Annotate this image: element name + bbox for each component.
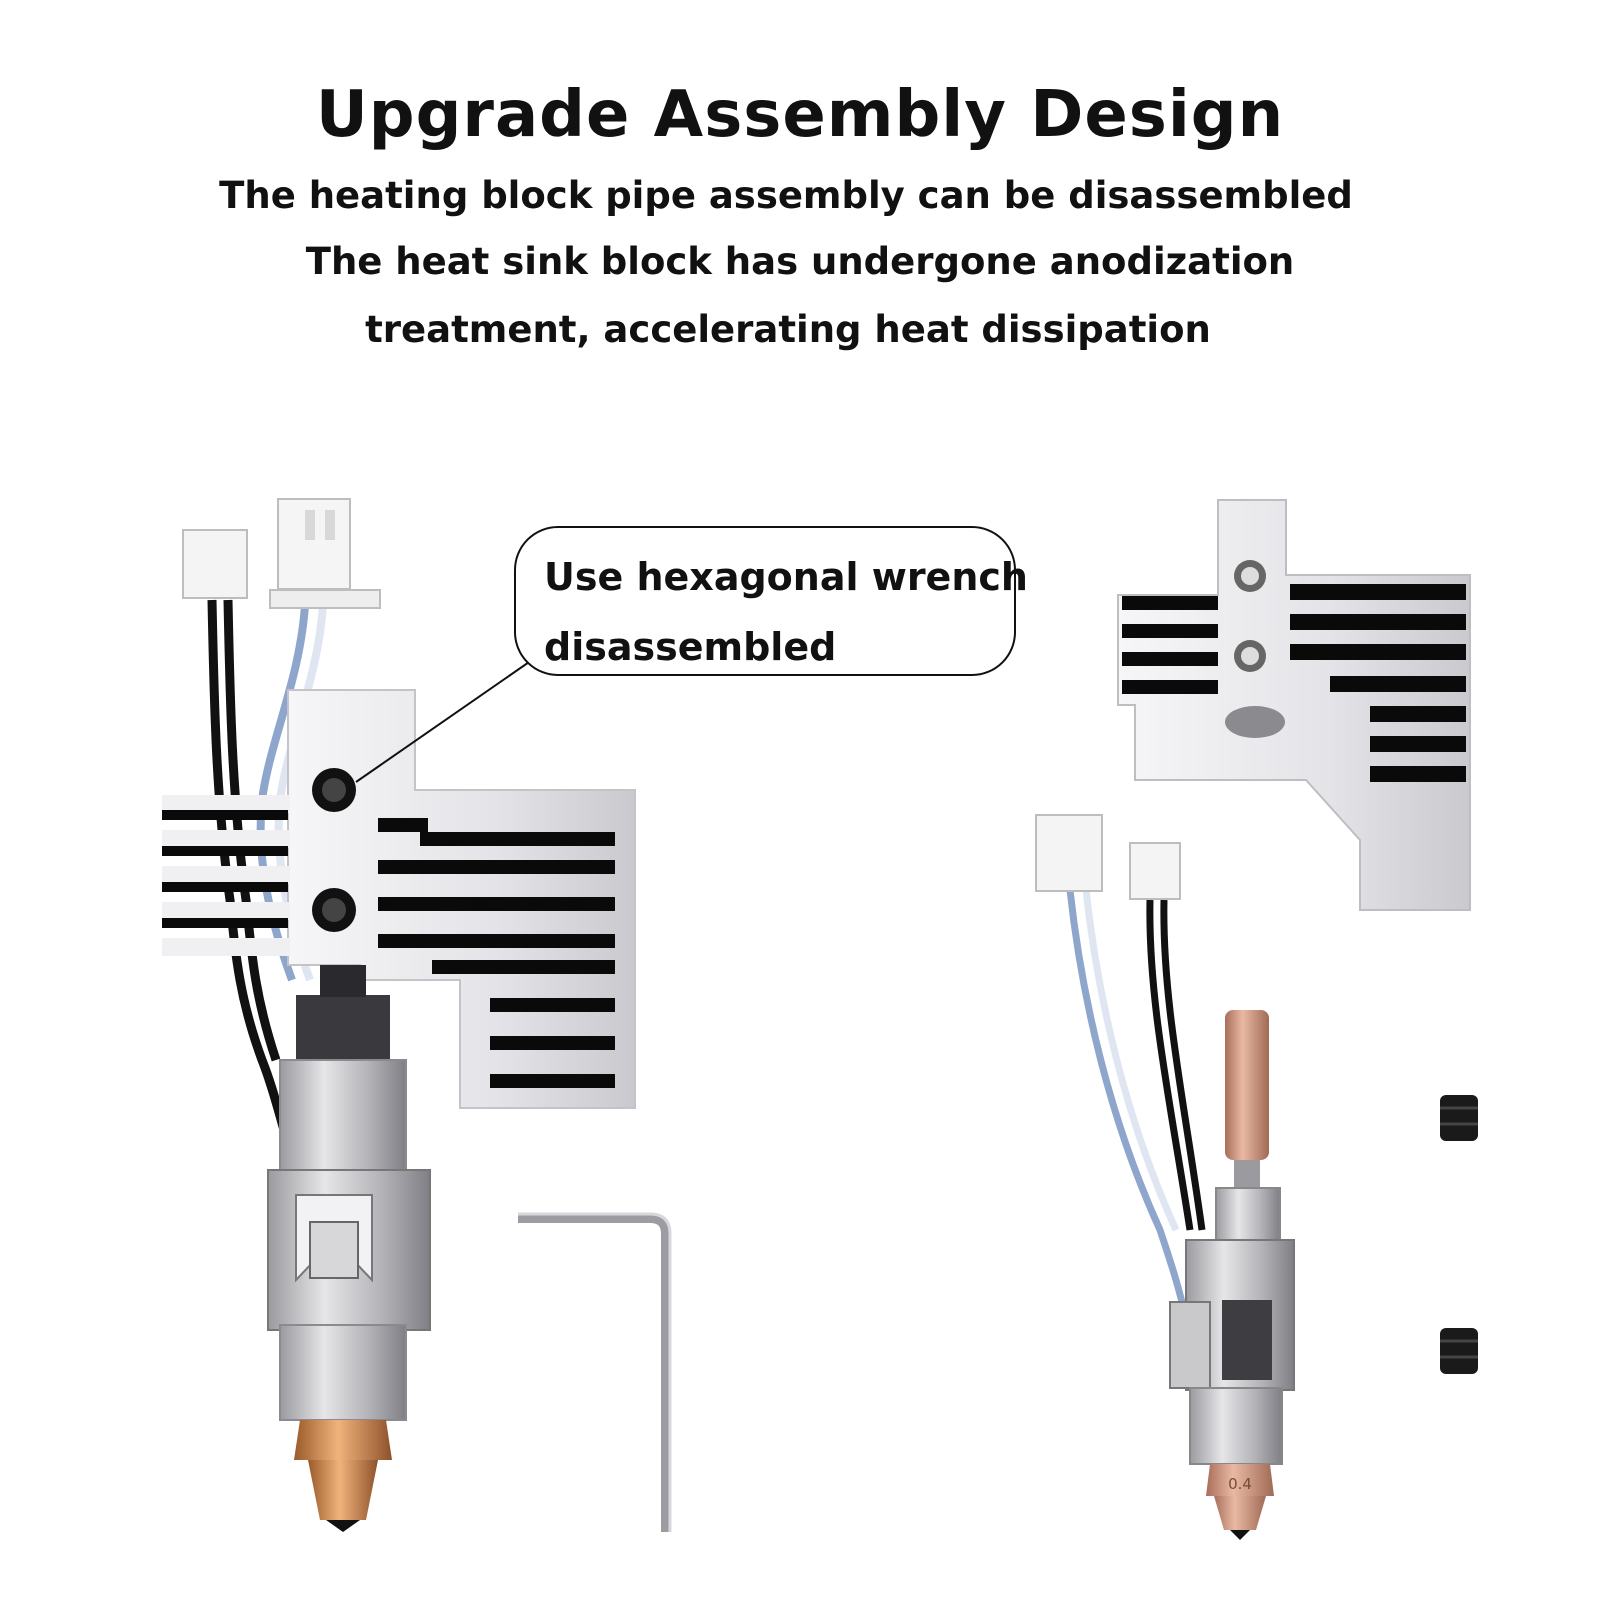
- hotend-core-disassembled: 0.4: [1035, 814, 1295, 1540]
- nozzle-right: [1206, 1464, 1274, 1496]
- hex-wrench: [518, 1213, 671, 1532]
- nozzle-left: [294, 1420, 392, 1460]
- grub-screw-1: [1440, 1095, 1478, 1141]
- nozzle-size-label: 0.4: [1228, 1475, 1252, 1493]
- heat-break: [296, 995, 390, 1061]
- subtitle-line-1: The heating block pipe assembly can be d…: [219, 174, 1353, 217]
- headline: Upgrade Assembly Design: [315, 78, 1285, 152]
- grub-screw-2: [1440, 1328, 1478, 1374]
- callout-line-2: disassembled: [544, 625, 837, 669]
- callout-line-1: Use hexagonal wrench: [544, 555, 1028, 599]
- callout-leader-line: [355, 659, 533, 783]
- callout-text: Use hexagonal wrench disassembled: [544, 542, 1028, 682]
- assembled-hotend: [162, 498, 636, 1532]
- heat-sink-disassembled: [1117, 499, 1471, 911]
- subtitle-line-3: treatment, accelerating heat dissipation: [365, 308, 1211, 351]
- callout-bubble: Use hexagonal wrench disassembled: [514, 526, 1028, 676]
- subtitle-line-2: The heat sink block has undergone anodiz…: [305, 240, 1295, 283]
- connector-small-left: [182, 529, 248, 599]
- heater-block: [279, 1059, 407, 1176]
